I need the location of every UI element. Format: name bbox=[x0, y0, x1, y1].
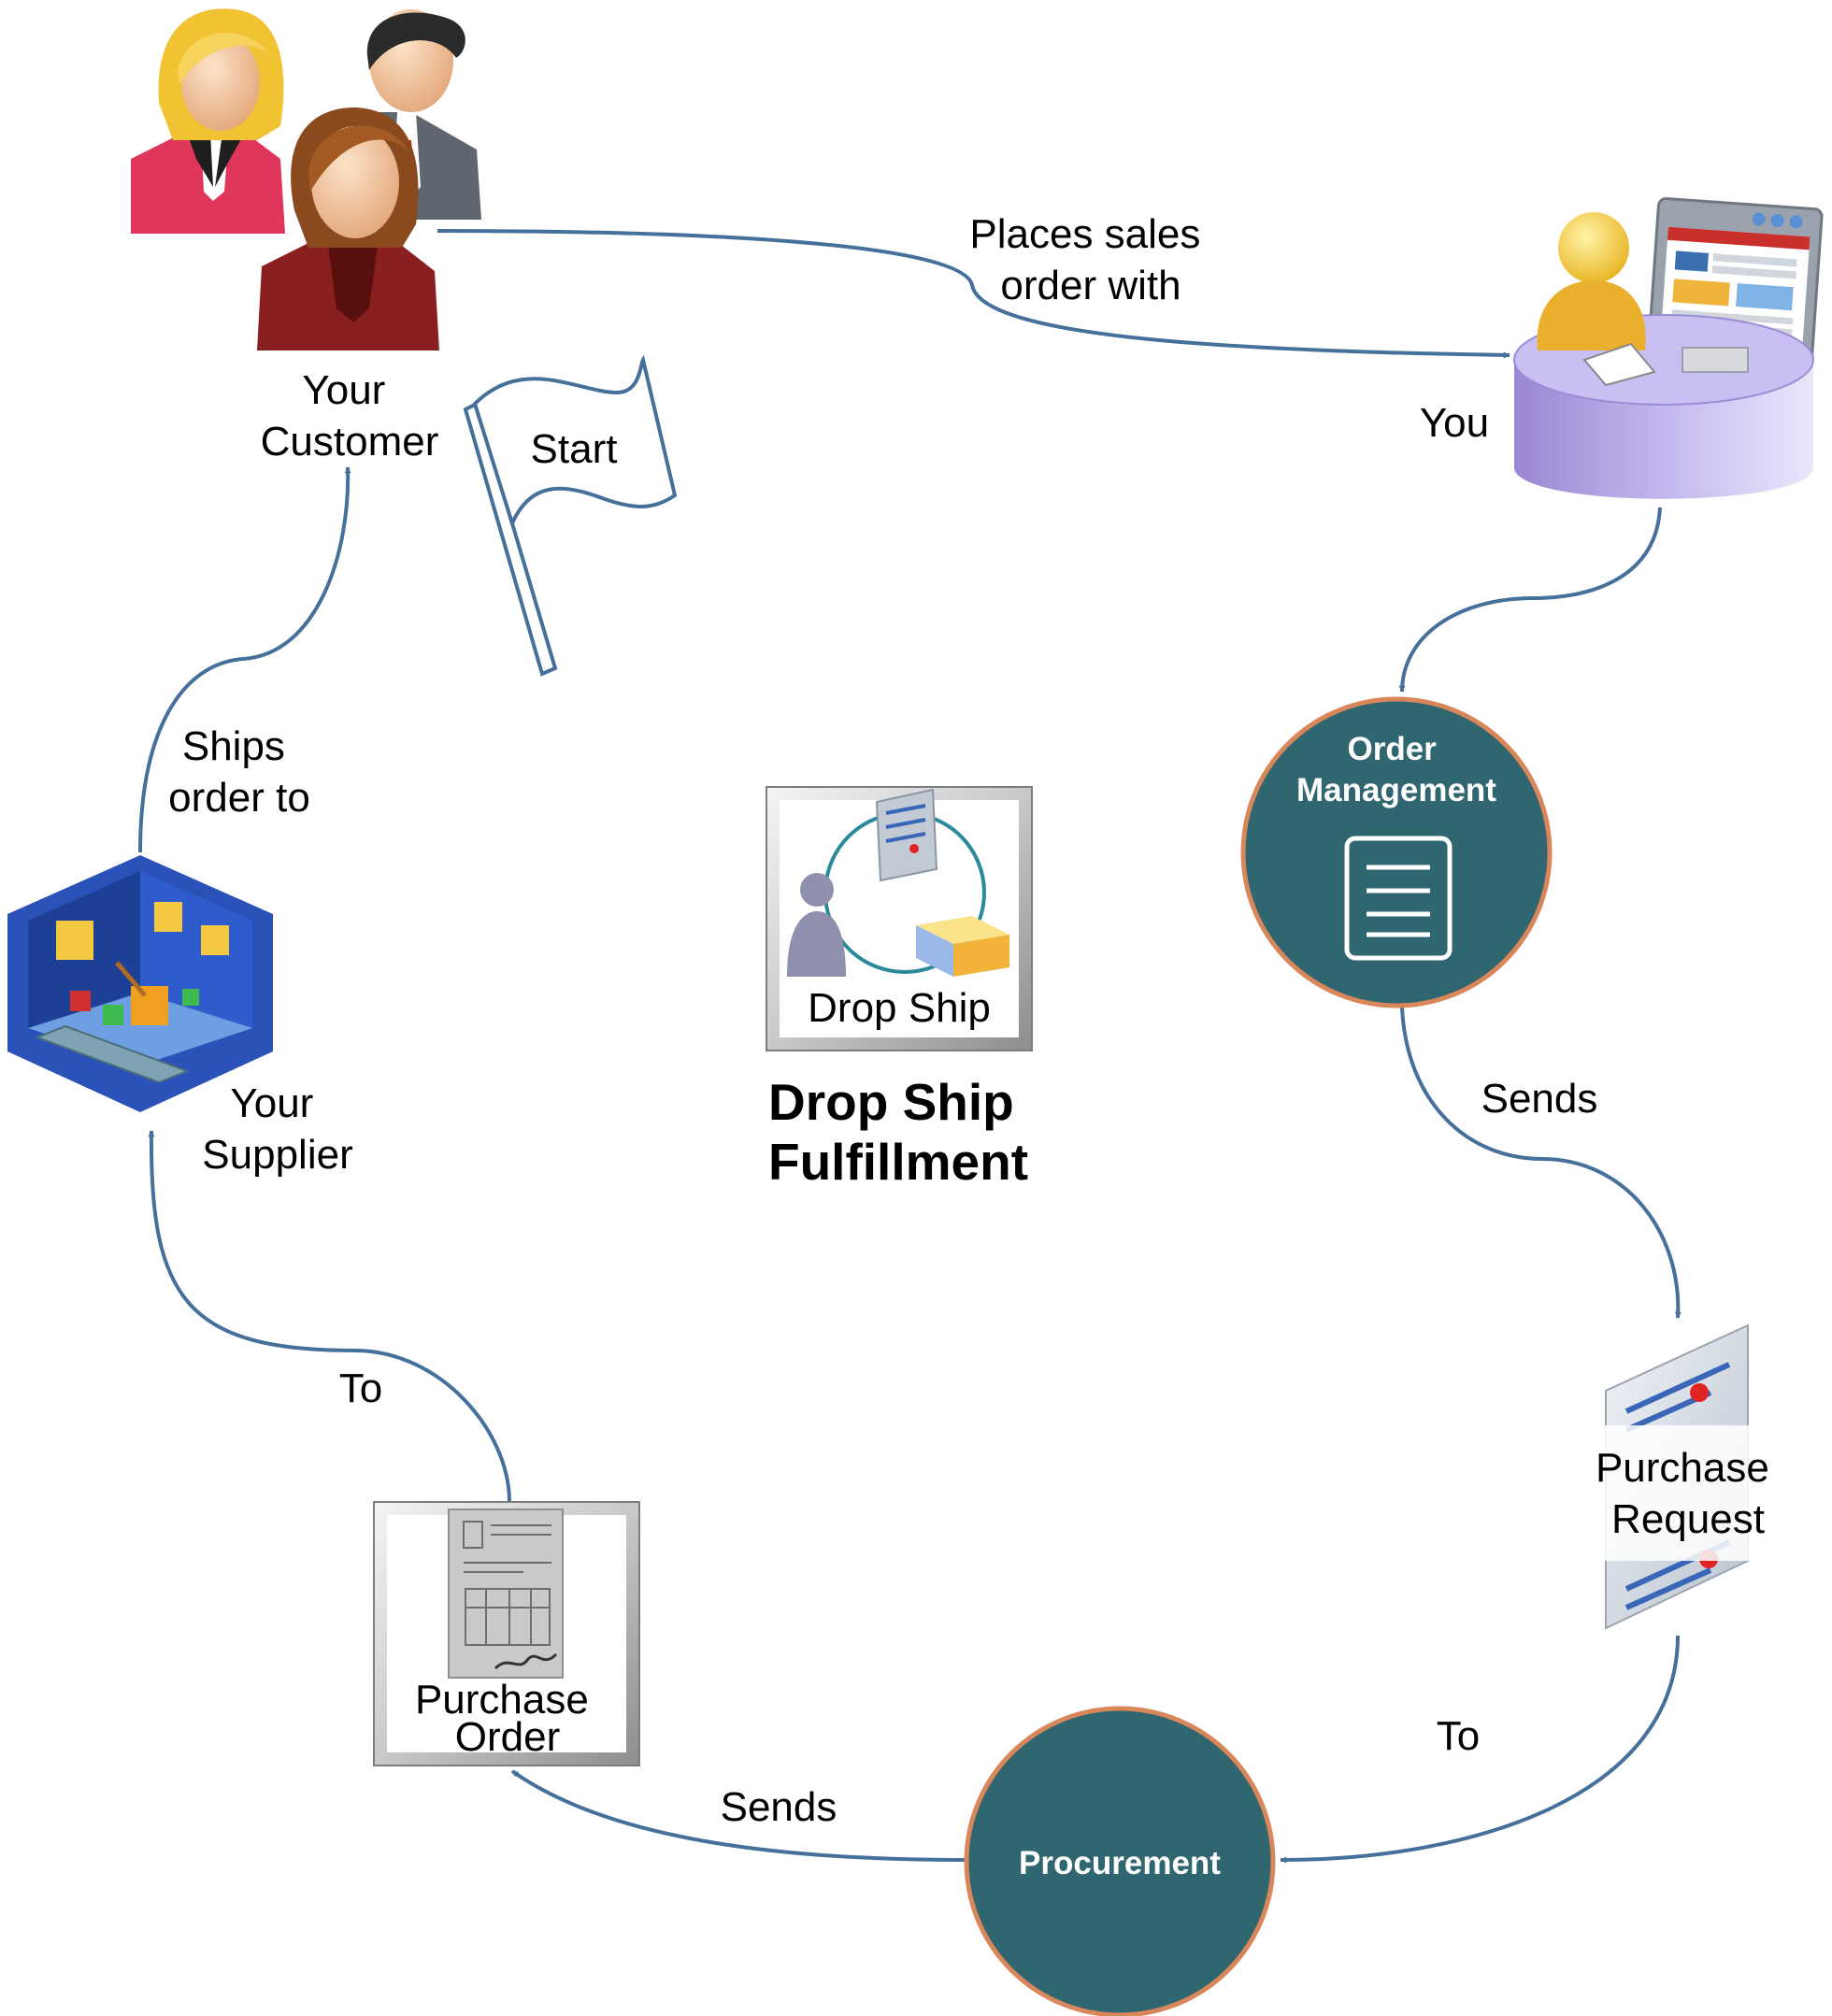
drop-ship-node: Drop Ship bbox=[766, 786, 1033, 1051]
purchase-request-label: Purchase Request bbox=[1596, 1445, 1781, 1542]
edge-label-places-sales-order: Places sales order with bbox=[969, 211, 1211, 308]
factory-icon bbox=[7, 855, 273, 1112]
signed-form-icon bbox=[448, 1508, 564, 1679]
edge-label-sends-po: Sends bbox=[721, 1784, 837, 1830]
procurement-node: Procurement bbox=[964, 1706, 1276, 2016]
diagram-title: Drop Ship Fulfillment bbox=[768, 1073, 1028, 1191]
arrow-you-to-order-management bbox=[1398, 507, 1662, 693]
edge-label-ships-order: Ships order to bbox=[168, 723, 310, 821]
arrow-supplier-to-customer bbox=[138, 466, 351, 853]
purchase-order-node: Purchase Order bbox=[373, 1501, 640, 1766]
order-management-label: Order Management bbox=[1296, 731, 1496, 808]
arrow-procurement-to-purchase-order bbox=[510, 1769, 966, 1862]
supplier-label: Your Supplier bbox=[202, 1080, 352, 1178]
drop-ship-cycle-icon bbox=[787, 788, 1009, 977]
user-at-desk-icon bbox=[1513, 197, 1824, 499]
customer-label: Your Customer bbox=[261, 367, 439, 465]
customer-group-icon bbox=[131, 8, 481, 350]
document-icon bbox=[1344, 836, 1453, 961]
edge-label-to-supplier: To bbox=[339, 1365, 382, 1411]
start-flag-label: Start bbox=[531, 426, 618, 472]
arrow-purchase-request-to-procurement bbox=[1280, 1635, 1680, 1864]
purchase-request-label-bg bbox=[1559, 1425, 1753, 1561]
order-management-node: Order Management bbox=[1240, 696, 1553, 1008]
edge-label-sends-request: Sends bbox=[1481, 1076, 1598, 1122]
arrow-customer-to-you bbox=[437, 229, 1510, 359]
drop-ship-label: Drop Ship bbox=[808, 985, 991, 1031]
purchase-order-label: Purchase Order bbox=[415, 1677, 600, 1760]
procurement-label: Procurement bbox=[1019, 1845, 1221, 1881]
arrow-order-management-to-purchase-request bbox=[1400, 1007, 1682, 1319]
flag-icon bbox=[463, 354, 678, 677]
you-label: You bbox=[1420, 400, 1489, 446]
arrow-purchase-order-to-supplier bbox=[148, 1130, 511, 1503]
edge-label-to-procurement: To bbox=[1437, 1713, 1480, 1759]
